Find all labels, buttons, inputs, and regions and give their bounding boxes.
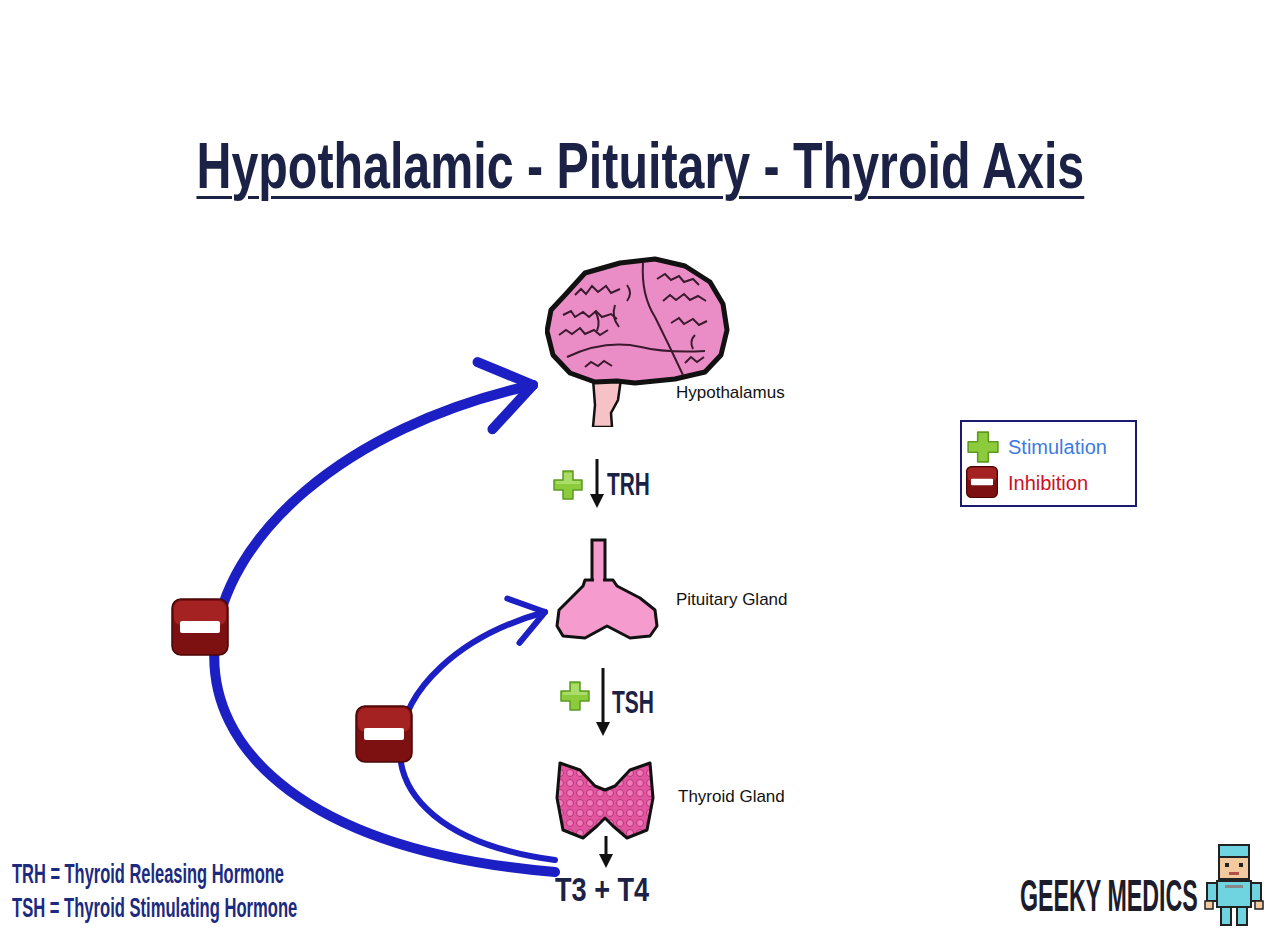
title: Hypothalamic - Pituitary - Thyroid Axis	[196, 134, 1084, 204]
connector-line	[605, 836, 608, 856]
abbreviation-note: TSH = Thyroid Stimulating Hormone	[12, 894, 297, 922]
arrow-head	[599, 854, 613, 868]
node-label: Thyroid Gland	[678, 787, 785, 807]
connector	[599, 836, 613, 868]
connector	[590, 459, 604, 508]
abbreviation-note: TRH = Thyroid Releasing Hormone	[12, 860, 284, 888]
legend-row: Inhibition	[966, 466, 1131, 500]
connector	[400, 599, 555, 860]
brand-watermark: GEEKY MEDICS	[1020, 874, 1198, 918]
connector-line	[596, 459, 599, 496]
arrow-head	[492, 385, 533, 429]
legend-text: Inhibition	[1008, 472, 1088, 494]
arrow-head	[519, 612, 545, 643]
connector	[214, 362, 555, 872]
inhibition-icon	[171, 598, 229, 656]
inhibition-icon	[355, 705, 413, 763]
hormone-node: T3 + T4	[555, 868, 655, 908]
legend-text: Stimulation	[1008, 436, 1107, 458]
feedback-curve	[214, 385, 555, 872]
hormone-text: T3 + T4	[555, 872, 649, 906]
arrow-head	[478, 362, 533, 385]
connector-line	[602, 668, 605, 724]
legend-box: StimulationInhibition	[960, 420, 1137, 507]
arrow-head	[590, 494, 604, 508]
stimulation-icon	[552, 469, 584, 501]
node-label: Hypothalamus	[676, 383, 785, 403]
hypothalamus-node: Hypothalamus	[545, 255, 805, 427]
stimulation-icon	[559, 680, 591, 712]
node-label: Pituitary Gland	[676, 590, 788, 610]
hormone-label: TRH	[607, 468, 650, 500]
arrow-head	[596, 722, 610, 736]
mascot-illustration	[1203, 843, 1265, 929]
title-row: Hypothalamic - Pituitary - Thyroid Axis	[0, 134, 1280, 204]
thyroid-node: Thyroid Gland	[555, 758, 805, 840]
arrow-head	[507, 599, 545, 612]
hormone-label: TSH	[612, 686, 654, 718]
connector	[596, 668, 610, 736]
legend-row: Stimulation	[966, 430, 1131, 464]
pituitary-node: Pituitary Gland	[555, 538, 815, 642]
feedback-curve	[400, 612, 555, 860]
